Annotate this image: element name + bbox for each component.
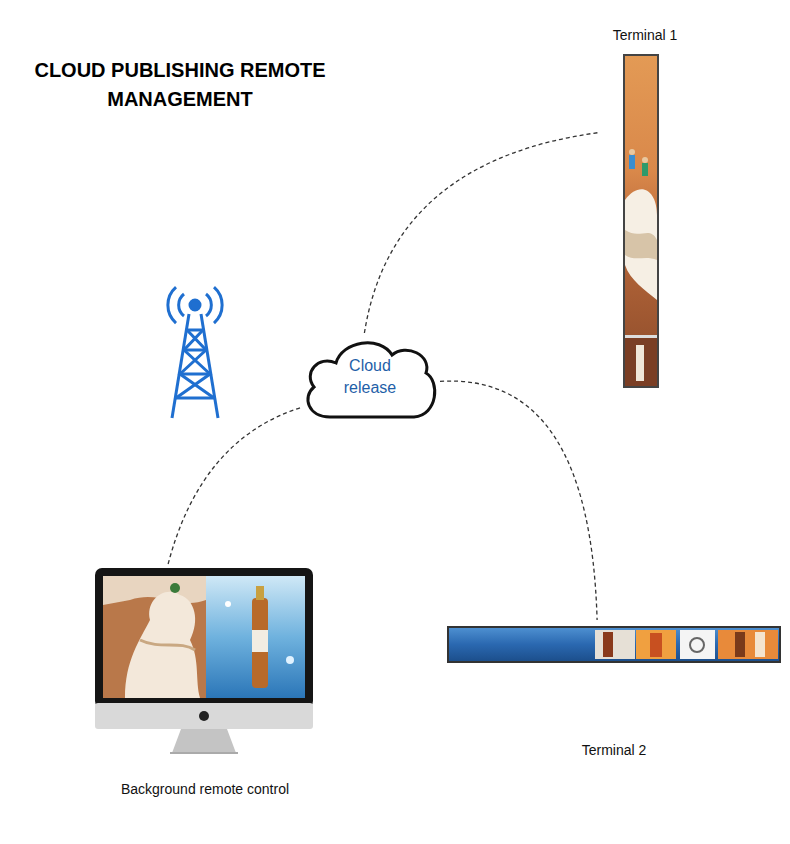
horizontal-bar-screen [447,626,781,663]
node-label: Terminal 2 [582,741,647,759]
cloud-node: Cloud release [300,333,440,421]
device-node: Terminal 2 [445,620,783,763]
vertical-bar-screen [623,54,659,388]
tower-icon [168,287,222,418]
dashed-connector [364,132,600,333]
cloud-shape [300,333,440,421]
dashed-connector [440,381,597,620]
node-label: Terminal 1 [613,26,678,44]
device-node: Background remote control [95,566,315,802]
diagram-title: CLOUD PUBLISHING REMOTE MANAGEMENT [30,56,330,114]
node-label: Cloud release [334,355,406,399]
computer-monitor [95,568,313,754]
node-label: Background remote control [121,780,289,798]
dashed-connector [168,408,300,566]
device-node: Terminal 1 [600,22,690,390]
